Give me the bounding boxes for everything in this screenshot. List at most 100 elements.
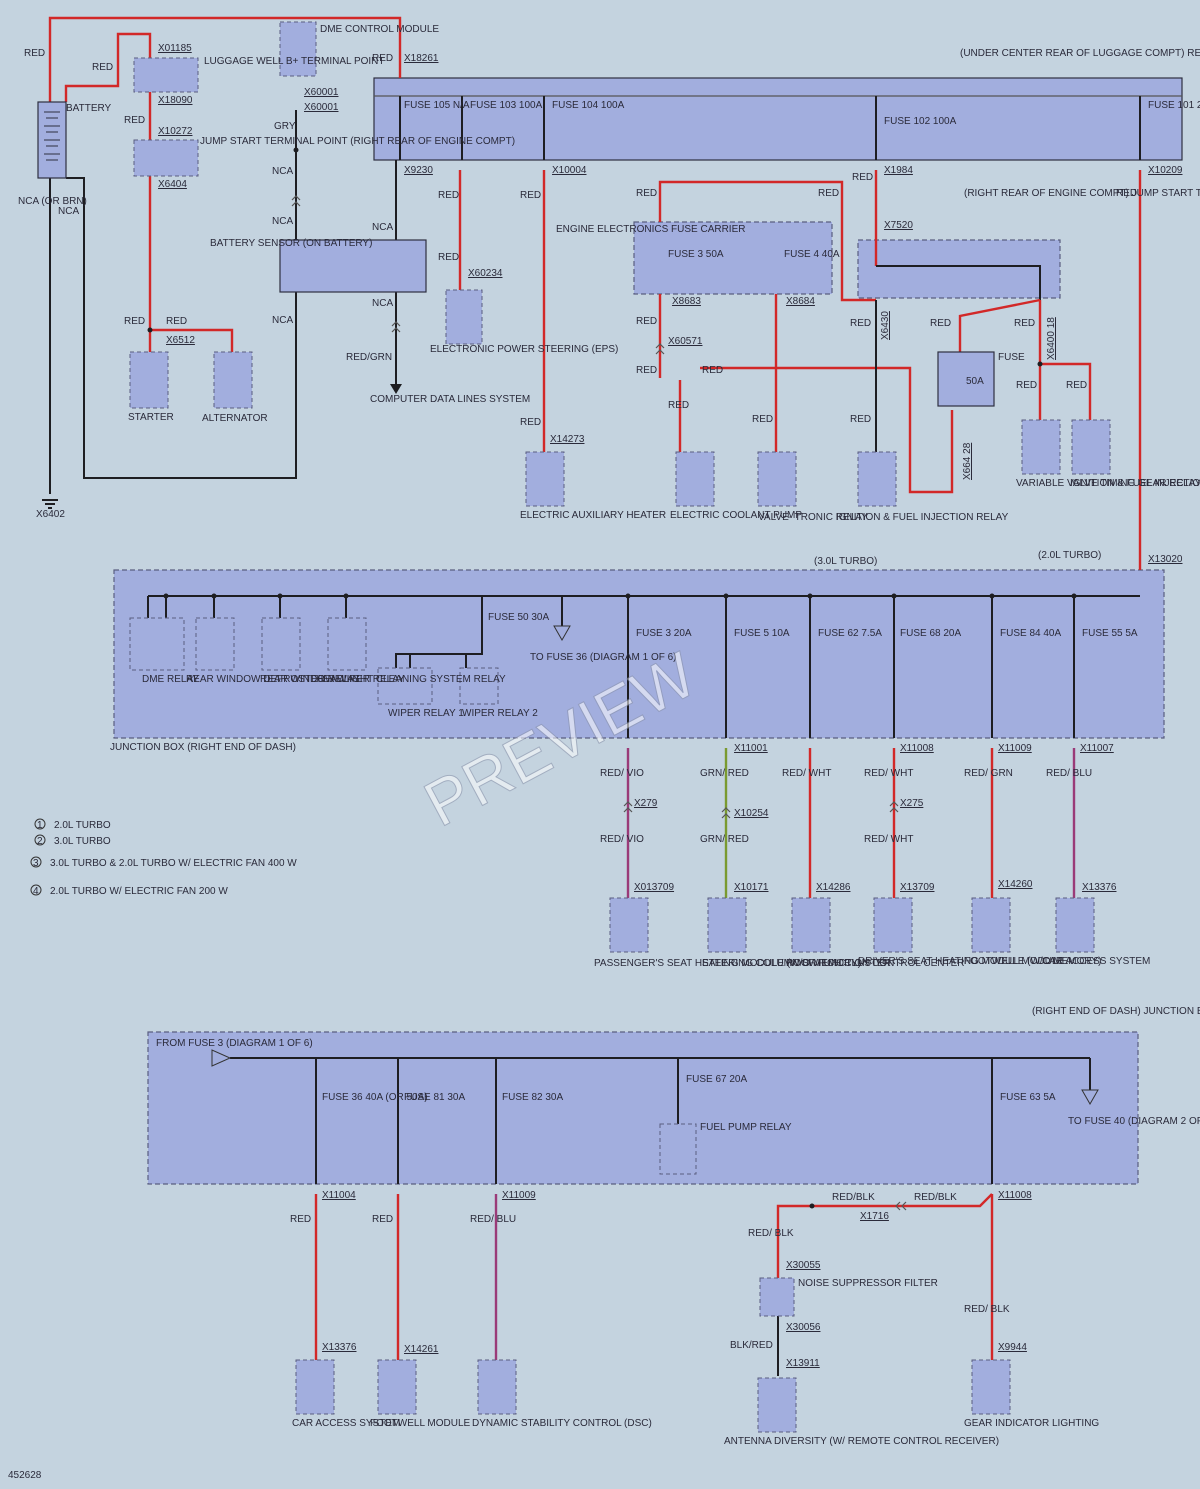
lbl-engine-carrier: ENGINE ELECTRONICS FUSE CARRIER (556, 224, 745, 235)
lbl-red-15: RED (636, 316, 657, 327)
aux-heater (525, 451, 565, 507)
lbl-nca-2: NCA (272, 216, 293, 227)
lbl-f81: FUSE 81 30A (404, 1092, 465, 1103)
lbl-red-10: RED (818, 188, 839, 199)
footwell-module (971, 897, 1011, 953)
lbl-x11004: X11004 (322, 1190, 356, 1201)
alternator (213, 351, 253, 409)
lbl-nca-4: NCA (372, 298, 393, 309)
lbl-red-4: RED (372, 53, 393, 64)
lbl-rear-defrost: REAR WINDOW DEFROSTER RELAY (186, 674, 360, 685)
lbl-x279: X279 (634, 798, 658, 809)
lbl-f84: FUSE 84 40A (1000, 628, 1061, 639)
lbl-red-6: RED (166, 316, 187, 327)
lbl-starter: STARTER (128, 412, 174, 423)
lbl-f102: FUSE 102 100A (884, 116, 957, 127)
lbl-red-11: RED (852, 172, 873, 183)
lbl-x60571: X60571 (668, 336, 703, 347)
lbl-x11008-a: X11008 (900, 743, 934, 754)
lbl-f50: FUSE 50 30A (488, 612, 549, 623)
lbl-to-fuse36: TO FUSE 36 (DIAGRAM 1 OF 6) (530, 652, 677, 663)
legend-num-3: 3 (33, 858, 39, 869)
lbl-x8684: X8684 (786, 296, 815, 307)
wire-carrier-feed (658, 180, 876, 302)
connector-marks (291, 195, 907, 1211)
legend-num-1: 1 (37, 820, 43, 831)
lbl-x11007: X11007 (1080, 743, 1114, 754)
wiper-relay-1 (377, 667, 433, 705)
lbl-f105: FUSE 105 N/A (404, 100, 470, 111)
lbl-red-26: RED (290, 1214, 311, 1225)
lbl-f36: FUSE 36 40A (OR 50A) (322, 1092, 428, 1103)
lbl-wiper1: WIPER RELAY 1 (388, 708, 464, 719)
lbl-red-12: RED (1116, 188, 1137, 199)
lbl-ign-fuel: IGNITION & FUEL INJECTION RELAY (836, 512, 1009, 523)
roof-function-center (791, 897, 831, 953)
lbl-red-wht-2: RED/ WHT (864, 768, 913, 779)
lbl-rear-jump: (RIGHT REAR OF ENGINE COMPT) JUMP START … (964, 188, 1200, 199)
wire-luggage (64, 32, 152, 102)
junction-box-lower (147, 1031, 1139, 1185)
lbl-red-22: RED (930, 318, 951, 329)
fuse-50a (937, 351, 995, 407)
lbl-x1716: X1716 (860, 1211, 889, 1222)
lbl-x11008-b: X11008 (998, 1190, 1032, 1201)
lbl-nca-5: NCA (272, 315, 293, 326)
lbl-vvt: VARIABLE VALVE TIMING GEAR RELAY (1016, 478, 1200, 489)
dsc-module (477, 1359, 517, 1415)
lbl-x60001-b: X60001 (304, 102, 339, 113)
lbl-red-vio-2: RED/ VIO (600, 834, 644, 845)
lbl-red-7: RED (438, 190, 459, 201)
headlight-cleaning-relay (327, 617, 367, 671)
lbl-red-3: RED (124, 115, 145, 126)
lbl-f63: FUSE 63 5A (1000, 1092, 1056, 1103)
lbl-f104: FUSE 104 100A (552, 100, 625, 111)
lbl-50a: 50A (966, 376, 984, 387)
lbl-f82: FUSE 82 30A (502, 1092, 563, 1103)
lbl-alternator: ALTERNATOR (202, 413, 268, 424)
lbl-wiper2: WIPER RELAY 2 (462, 708, 538, 719)
lbl-x9230: X9230 (404, 165, 433, 176)
lbl-red-17: RED (702, 365, 723, 376)
lbl-f67: FUSE 67 20A (686, 1074, 747, 1085)
lbl-footwell-2: FOOTWELL MODULE (370, 1418, 471, 1429)
legend-text-1: 2.0L TURBO (54, 820, 111, 831)
ign-fuel-relay (857, 451, 897, 507)
lbl-turbo20: (2.0L TURBO) (1038, 550, 1101, 561)
lbl-fuse-word: FUSE (998, 352, 1025, 363)
car-access-system (1055, 897, 1095, 953)
lbl-x11009-a: X11009 (998, 743, 1032, 754)
lbl-x11001: X11001 (734, 743, 768, 754)
lbl-red-blk-h2: RED/BLK (914, 1192, 957, 1203)
lbl-f68: FUSE 68 20A (900, 628, 961, 639)
steering-column-cluster (707, 897, 747, 953)
jb-relay-drops (147, 596, 347, 618)
ign-fuel-relay-2 (1071, 419, 1111, 475)
lbl-x6404: X6404 (158, 179, 187, 190)
lbl-jump: JUMP START TERMINAL POINT (RIGHT REAR OF… (200, 136, 515, 147)
lbl-f101: FUSE 101 250A (1148, 100, 1200, 111)
car-access-system-2 (295, 1359, 335, 1415)
jb-fuse-drops (561, 596, 1075, 738)
lbl-red-blk-2: RED/ BLK (964, 1304, 1010, 1315)
lbl-red-wht-3: RED/ WHT (864, 834, 913, 845)
jb-wiper (395, 596, 483, 668)
lbl-x1984: X1984 (884, 165, 913, 176)
lbl-x11009-b: X11009 (502, 1190, 536, 1201)
lbl-x13376-b: X13376 (322, 1342, 357, 1353)
lbl-car-access-2: CAR ACCESS SYSTEM (292, 1418, 400, 1429)
lbl-headlight: HEADLIGHT CLEANING SYSTEM RELAY (316, 674, 506, 685)
lbl-x275: X275 (900, 798, 924, 809)
ground-symbol (42, 499, 58, 509)
fuse-droplines (399, 96, 1141, 160)
lbl-x14261: X14261 (404, 1344, 439, 1355)
lbl-red-18: RED (668, 400, 689, 411)
battery-sensor (279, 239, 427, 293)
lbl-x10171: X10171 (734, 882, 769, 893)
lbl-red-blk-h1: RED/BLK (832, 1192, 875, 1203)
lbl-x14260: X14260 (998, 879, 1033, 890)
lbl-red-20: RED (850, 414, 871, 425)
wire-battery-fuse (48, 16, 402, 102)
lbl-x10254: X10254 (734, 808, 769, 819)
